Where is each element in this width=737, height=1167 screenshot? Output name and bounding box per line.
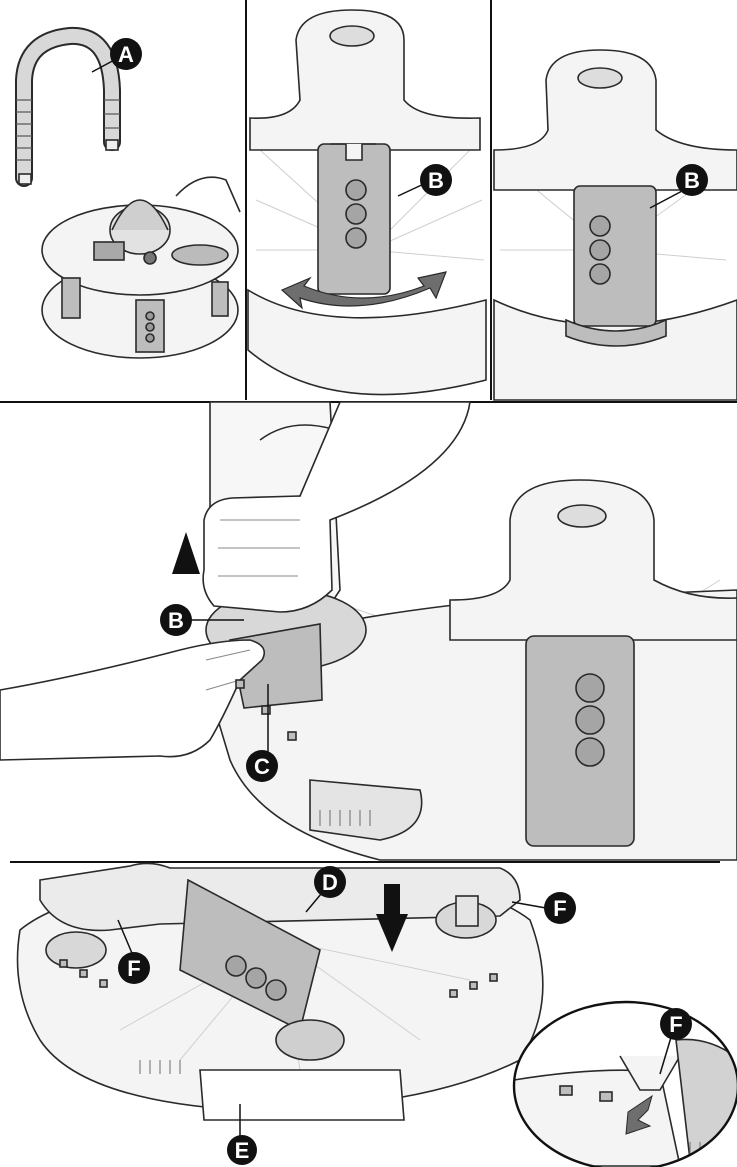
detail-arrow <box>625 1094 653 1135</box>
panel-remove <box>0 401 737 861</box>
panel-twist <box>247 9 487 396</box>
panel-attach <box>16 862 544 1121</box>
svg-text:E: E <box>235 1138 250 1163</box>
down-arrow <box>376 884 408 952</box>
leader-f2 <box>511 901 547 909</box>
panel-installed <box>493 49 737 401</box>
svg-text:F: F <box>553 896 566 921</box>
svg-text:D: D <box>322 870 338 895</box>
svg-text:B: B <box>428 168 444 193</box>
callout-e: E <box>227 1135 257 1165</box>
twist-arrow <box>280 271 447 310</box>
svg-text:B: B <box>168 608 184 633</box>
callout-b-remove: B <box>160 604 192 636</box>
svg-text:B: B <box>684 168 700 193</box>
callout-c: C <box>246 750 278 782</box>
callout-f-right: F <box>544 892 576 924</box>
up-arrow <box>172 532 200 574</box>
svg-text:A: A <box>118 42 134 67</box>
svg-text:C: C <box>254 754 270 779</box>
callout-b-twist: B <box>420 164 452 196</box>
svg-text:F: F <box>669 1012 682 1037</box>
panel-overview <box>15 26 241 359</box>
detail-inset <box>512 1000 737 1167</box>
leader-f1 <box>117 919 135 959</box>
leader-b2 <box>649 189 685 209</box>
callout-f-detail: F <box>660 1008 692 1040</box>
callout-a: A <box>110 38 142 70</box>
callout-d: D <box>314 866 346 898</box>
svg-text:F: F <box>127 956 140 981</box>
callout-f-left: F <box>118 952 150 984</box>
callout-b-installed: B <box>676 164 708 196</box>
leader-f3 <box>659 1033 673 1075</box>
